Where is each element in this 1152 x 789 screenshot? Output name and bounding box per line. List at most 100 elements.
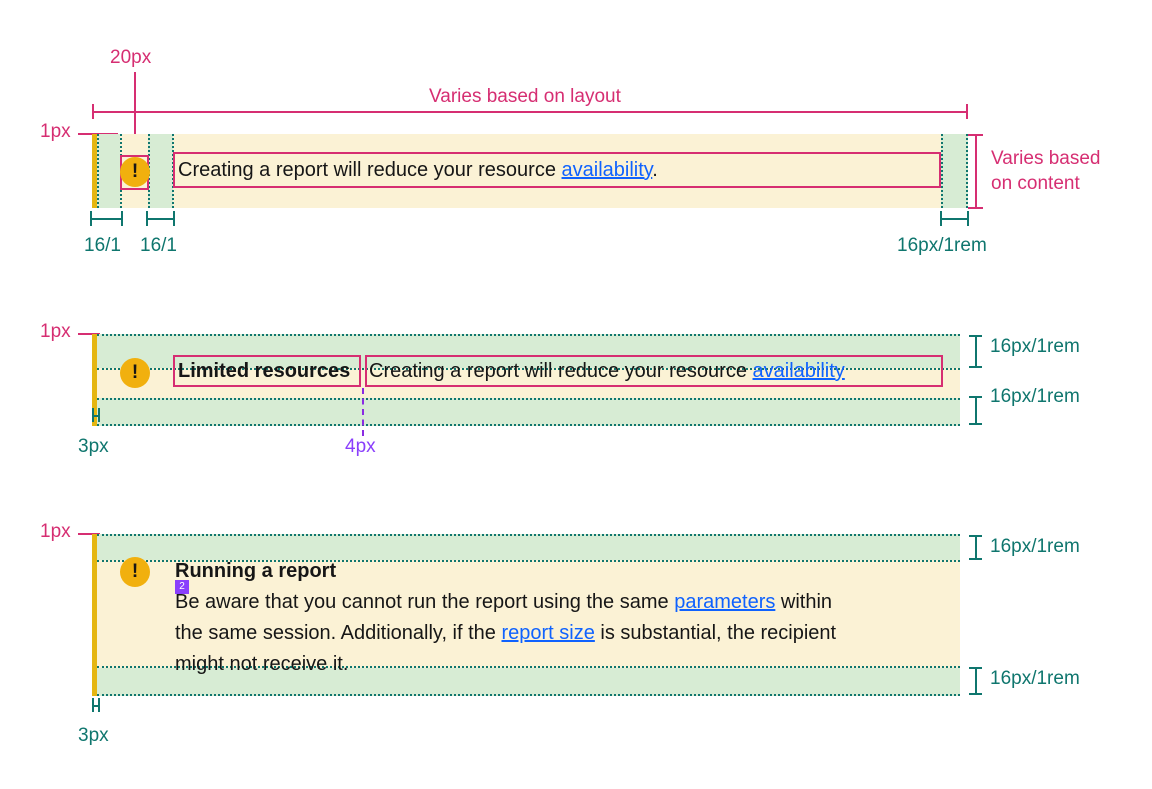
notification-left-bar-2 (92, 334, 97, 426)
message-suffix-1: . (652, 159, 658, 181)
warning-exclamation-icon-2: ! (120, 358, 150, 388)
warning-exclamation-icon-3: ! (120, 557, 150, 587)
pad-top-bracket-cap-b-3 (969, 558, 982, 560)
guide-v-1f (966, 134, 968, 208)
annotation-border-left: 1px (40, 121, 71, 142)
body-line2-suffix: is substantial, the recipient (594, 622, 837, 644)
measure-label-pad-left: 16/1 (84, 235, 121, 256)
notification-title-2: Limited resources (178, 360, 351, 382)
annotation-badge-title-gap: 2 (175, 580, 189, 594)
guide-h-3b (97, 560, 960, 562)
measure-cap-1c-right (967, 211, 969, 226)
annotation-height-line1: Varies based (991, 148, 1101, 169)
pad-top-bracket-cap-b (969, 366, 982, 368)
pad-bottom-2 (92, 398, 960, 426)
leader-line-border-left-2 (78, 333, 100, 335)
height-rule-cap-bottom (968, 207, 983, 209)
leader-line-border-left-3 (78, 533, 100, 535)
leader-line-icon-size (134, 72, 136, 160)
notification-body-line-2: the same session. Additionally, if the r… (175, 619, 836, 647)
message-link-availability-2[interactable]: availability (752, 360, 845, 382)
pad-bottom-3 (92, 668, 960, 696)
width-rule-top (92, 111, 968, 113)
pad-top-bracket-cap-a (969, 335, 982, 337)
measure-rule-1a (90, 218, 122, 220)
message-prefix-1: Creating a report will reduce your resou… (178, 159, 562, 181)
notification-title-3: Running a report (175, 560, 337, 582)
measure-cap-1b-right (173, 211, 175, 226)
measure-rule-bar (92, 415, 98, 417)
pad-bottom-bracket-2 (975, 396, 977, 424)
measure-cap-bar-right (98, 408, 100, 422)
body-link-parameters[interactable]: parameters (674, 591, 776, 613)
notification-body-line-1: Be aware that you cannot run the report … (175, 588, 832, 616)
pad-top-3 (92, 534, 960, 560)
pad-left-1 (97, 134, 120, 208)
notification-surface-3 (92, 560, 960, 668)
measure-rule-1b (146, 218, 174, 220)
pad-bottom-bracket-cap-b-3 (969, 693, 982, 695)
pad-top-bracket-cap-a-3 (969, 535, 982, 537)
annotation-height-line2: on content (991, 173, 1080, 194)
body-line2-prefix: the same session. Additionally, if the (175, 622, 502, 644)
pad-top-bracket-2 (975, 335, 977, 367)
leader-line-title-gap (362, 388, 364, 436)
notification-left-bar-3 (92, 534, 97, 696)
message-link-availability-1[interactable]: availability (561, 159, 653, 181)
guide-h-2b (97, 368, 960, 370)
height-rule-right (975, 134, 977, 208)
guide-h-3c (97, 666, 960, 668)
guide-h-3d (97, 694, 960, 696)
guide-h-3a (97, 534, 960, 536)
body-line1-suffix: within (775, 591, 833, 613)
body-link-report-size[interactable]: report size (501, 622, 595, 644)
notification-surface-1 (92, 134, 968, 208)
measure-cap-1b-left (146, 211, 148, 226)
guide-h-2c (97, 398, 960, 400)
measure-label-pad-right: 16px/1rem (897, 235, 987, 256)
guide-v-1a (97, 134, 99, 208)
pad-bottom-bracket-cap-a-3 (969, 667, 982, 669)
width-rule-cap-right (966, 104, 968, 119)
guide-h-2d (97, 424, 960, 426)
notification-surface-2 (92, 368, 960, 398)
measure-cap-1a-left (90, 211, 92, 226)
measure-label-icon-gap: 16/1 (140, 235, 177, 256)
pad-bottom-bracket-cap-b (969, 423, 982, 425)
height-rule-cap-top (968, 134, 983, 136)
annotation-icon-size: 20px (110, 47, 152, 68)
measure-cap-1a-right (121, 211, 123, 226)
annotation-bar-width-3: 3px (78, 725, 109, 746)
annotation-border-left-2: 1px (40, 321, 71, 342)
guide-v-1e (941, 134, 943, 208)
notification-message-1: Creating a report will reduce your resou… (178, 156, 658, 184)
annotation-pad-bottom-2: 16px/1rem (990, 386, 1080, 407)
annotation-bar-width-2: 3px (78, 436, 109, 457)
annotation-pad-top-3: 16px/1rem (990, 536, 1080, 557)
pad-gap-1 (148, 134, 173, 208)
pad-top-bracket-3 (975, 535, 977, 559)
notification-message-2: Creating a report will reduce your resou… (369, 357, 845, 385)
annotation-top-width: Varies based on layout (429, 86, 621, 107)
message-bounds-box-1 (173, 152, 941, 188)
annotation-pad-top-2: 16px/1rem (990, 336, 1080, 357)
title-bounds-box-2 (173, 355, 361, 387)
annotation-title-gap: 4px (345, 436, 376, 457)
pad-bottom-bracket-cap-a (969, 396, 982, 398)
guide-h-2a (97, 334, 960, 336)
message-bounds-box-2 (365, 355, 943, 387)
measure-cap-bar-right-3 (98, 698, 100, 712)
notification-left-bar-1 (92, 134, 97, 208)
annotation-border-left-3: 1px (40, 521, 71, 542)
measure-rule-1c (940, 218, 968, 220)
body-line1-prefix: Be aware that you cannot run the report … (175, 591, 675, 613)
width-rule-cap-left (92, 104, 94, 119)
pad-bottom-bracket-3 (975, 667, 977, 694)
message-prefix-2: Creating a report will reduce your resou… (369, 360, 753, 382)
annotation-pad-bottom-3: 16px/1rem (990, 668, 1080, 689)
warning-exclamation-icon: ! (120, 157, 150, 187)
pad-top-2 (92, 334, 960, 368)
measure-rule-bar-3 (92, 705, 98, 707)
measure-cap-1c-left (940, 211, 942, 226)
pad-right-1 (941, 134, 968, 208)
